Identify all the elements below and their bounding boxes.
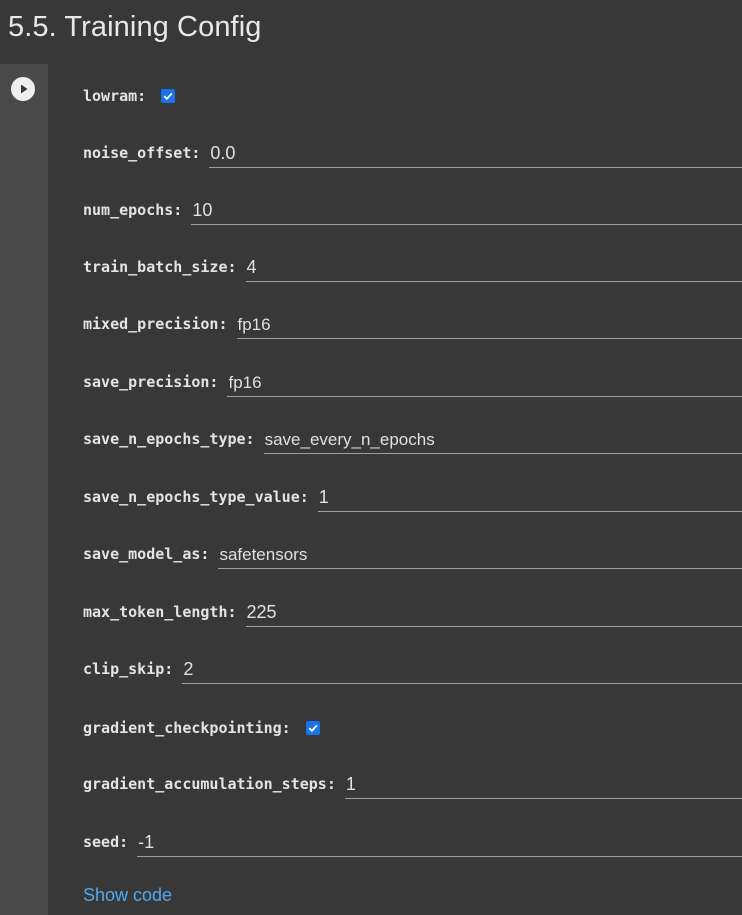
save-n-epochs-type-row: save_n_epochs_type: save_every_n_epochs xyxy=(83,424,742,454)
cell-gutter xyxy=(0,64,48,915)
train-batch-size-row: train_batch_size: 4 xyxy=(83,252,742,282)
save-precision-label: save_precision: xyxy=(83,373,219,391)
save-model-as-select[interactable]: safetensors xyxy=(218,542,742,569)
save-n-epochs-type-select[interactable]: save_every_n_epochs xyxy=(263,427,742,454)
show-code-link[interactable]: Show code xyxy=(83,885,173,905)
num-epochs-input[interactable]: 10 xyxy=(191,198,742,225)
form-area: lowram: noise_offset: 0.0 num_epochs: 10… xyxy=(48,64,742,915)
run-cell-button[interactable] xyxy=(11,77,35,101)
seed-label: seed: xyxy=(83,833,129,851)
lowram-checkbox[interactable] xyxy=(161,89,176,103)
save-model-as-label: save_model_as: xyxy=(83,545,210,563)
lowram-label: lowram: xyxy=(83,87,147,105)
gradient-accumulation-steps-row: gradient_accumulation_steps: 1 xyxy=(83,769,742,799)
save-n-epochs-type-value-row: save_n_epochs_type_value: 1 xyxy=(83,482,742,512)
save-n-epochs-type-value-input[interactable]: 1 xyxy=(317,485,742,512)
clip-skip-label: clip_skip: xyxy=(83,660,174,678)
gradient-checkpointing-label: gradient_checkpointing: xyxy=(83,719,291,737)
gradient-checkpointing-row: gradient_checkpointing: xyxy=(83,713,742,743)
mixed-precision-label: mixed_precision: xyxy=(83,315,228,333)
num-epochs-label: num_epochs: xyxy=(83,201,183,219)
gradient-accumulation-steps-label: gradient_accumulation_steps: xyxy=(83,775,336,793)
seed-input[interactable]: -1 xyxy=(137,830,742,857)
cell-header: 5.5. Training Config xyxy=(0,0,742,64)
checkmark-icon xyxy=(308,724,318,733)
save-precision-row: save_precision: fp16 xyxy=(83,367,742,397)
save-precision-select[interactable]: fp16 xyxy=(227,370,742,397)
lowram-row: lowram: xyxy=(83,81,742,111)
num-epochs-row: num_epochs: 10 xyxy=(83,195,742,225)
max-token-length-label: max_token_length: xyxy=(83,603,237,621)
clip-skip-input[interactable]: 2 xyxy=(182,657,742,684)
gradient-accumulation-steps-input[interactable]: 1 xyxy=(344,772,742,799)
train-batch-size-label: train_batch_size: xyxy=(83,258,237,276)
max-token-length-row: max_token_length: 225 xyxy=(83,597,742,627)
save-model-as-row: save_model_as: safetensors xyxy=(83,539,742,569)
mixed-precision-select[interactable]: fp16 xyxy=(236,312,742,339)
max-token-length-input[interactable]: 225 xyxy=(245,600,742,627)
save-n-epochs-type-label: save_n_epochs_type: xyxy=(83,430,255,448)
clip-skip-row: clip_skip: 2 xyxy=(83,654,742,684)
section-title: 5.5. Training Config xyxy=(8,11,262,43)
gradient-checkpointing-checkbox[interactable] xyxy=(305,721,320,735)
mixed-precision-row: mixed_precision: fp16 xyxy=(83,309,742,339)
seed-row: seed: -1 xyxy=(83,827,742,857)
noise-offset-row: noise_offset: 0.0 xyxy=(83,138,742,168)
train-batch-size-input[interactable]: 4 xyxy=(245,255,742,282)
noise-offset-input[interactable]: 0.0 xyxy=(209,141,742,168)
save-n-epochs-type-value-label: save_n_epochs_type_value: xyxy=(83,488,309,506)
noise-offset-label: noise_offset: xyxy=(83,144,201,162)
checkmark-icon xyxy=(163,92,173,101)
play-icon xyxy=(21,84,28,94)
